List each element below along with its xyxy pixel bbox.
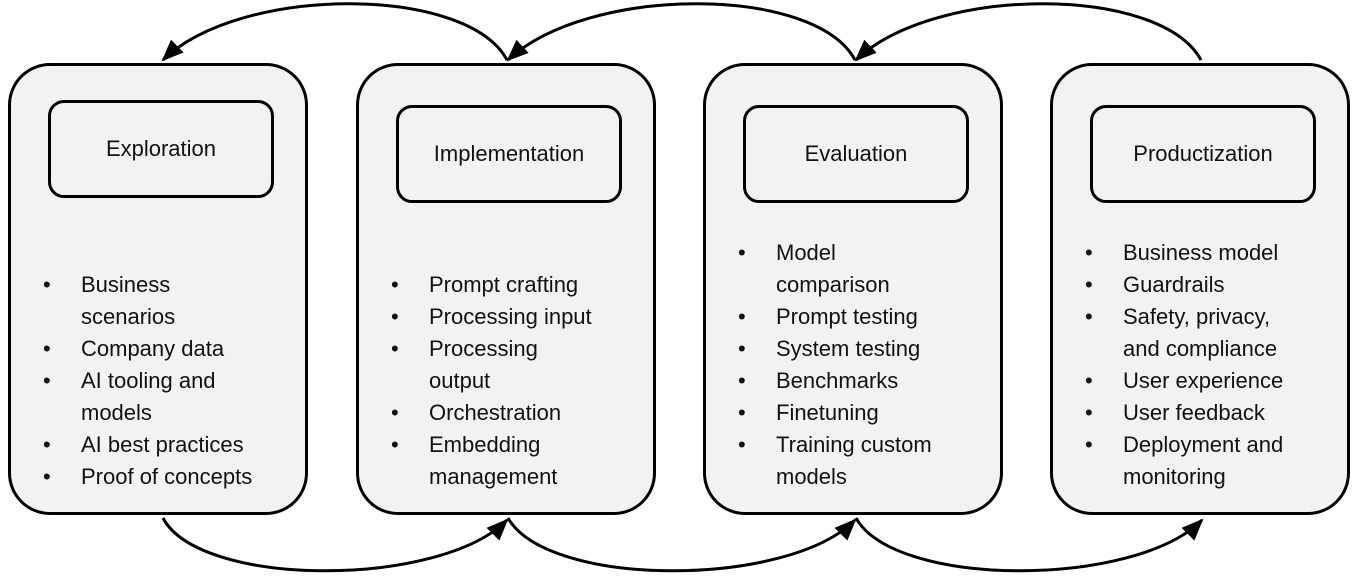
list-item: Safety, privacy, and compliance: [1081, 301, 1339, 365]
stage-activity-list: Prompt crafting Processing input Process…: [387, 269, 645, 493]
list-item: User experience: [1081, 365, 1339, 397]
list-item: Benchmarks: [734, 365, 992, 397]
arrow-productization-to-evaluation: [854, 2, 1203, 62]
list-item: Processing output: [387, 333, 645, 397]
stage-title: Implementation: [433, 141, 585, 166]
stage-title-box: Evaluation: [743, 105, 969, 203]
list-item: Business scenarios: [39, 269, 297, 333]
stage-title-box: Exploration: [48, 100, 274, 198]
arrow-exploration-to-implementation: [161, 517, 509, 573]
list-item: Orchestration: [387, 397, 645, 429]
stage-title: Exploration: [105, 136, 217, 161]
stage-title: Evaluation: [804, 141, 908, 166]
stage-card-implementation: Implementation Prompt crafting Processin…: [356, 63, 656, 515]
stage-activity-list: Business scenarios Company data AI tooli…: [39, 269, 297, 493]
stage-activity-list: Model comparison Prompt testing System t…: [734, 237, 992, 493]
stage-card-exploration: Exploration Business scenarios Company d…: [8, 63, 308, 515]
stage-card-productization: Productization Business model Guardrails…: [1050, 63, 1350, 515]
arrow-evaluation-to-productization: [854, 517, 1204, 573]
list-item: Proof of concepts: [39, 461, 297, 493]
list-item: User feedback: [1081, 397, 1339, 429]
stage-activity-list: Business model Guardrails Safety, privac…: [1081, 237, 1339, 493]
list-item: AI tooling and models: [39, 365, 297, 429]
stage-title-box: Productization: [1090, 105, 1316, 203]
list-item: Processing input: [387, 301, 645, 333]
stage-card-evaluation: Evaluation Model comparison Prompt testi…: [703, 63, 1003, 515]
list-item: Finetuning: [734, 397, 992, 429]
arrow-implementation-to-exploration: [161, 2, 509, 62]
list-item: Embedding management: [387, 429, 645, 493]
list-item: Business model: [1081, 237, 1339, 269]
arrow-evaluation-to-implementation: [506, 2, 857, 62]
list-item: Prompt testing: [734, 301, 992, 333]
list-item: Company data: [39, 333, 297, 365]
list-item: AI best practices: [39, 429, 297, 461]
list-item: Deployment and monitoring: [1081, 429, 1339, 493]
list-item: Model comparison: [734, 237, 992, 301]
list-item: Prompt crafting: [387, 269, 645, 301]
list-item: System testing: [734, 333, 992, 365]
list-item: Training custom models: [734, 429, 992, 493]
arrow-implementation-to-evaluation: [506, 517, 857, 573]
list-item: Guardrails: [1081, 269, 1339, 301]
stage-title-box: Implementation: [396, 105, 622, 203]
stage-title: Productization: [1133, 141, 1273, 166]
